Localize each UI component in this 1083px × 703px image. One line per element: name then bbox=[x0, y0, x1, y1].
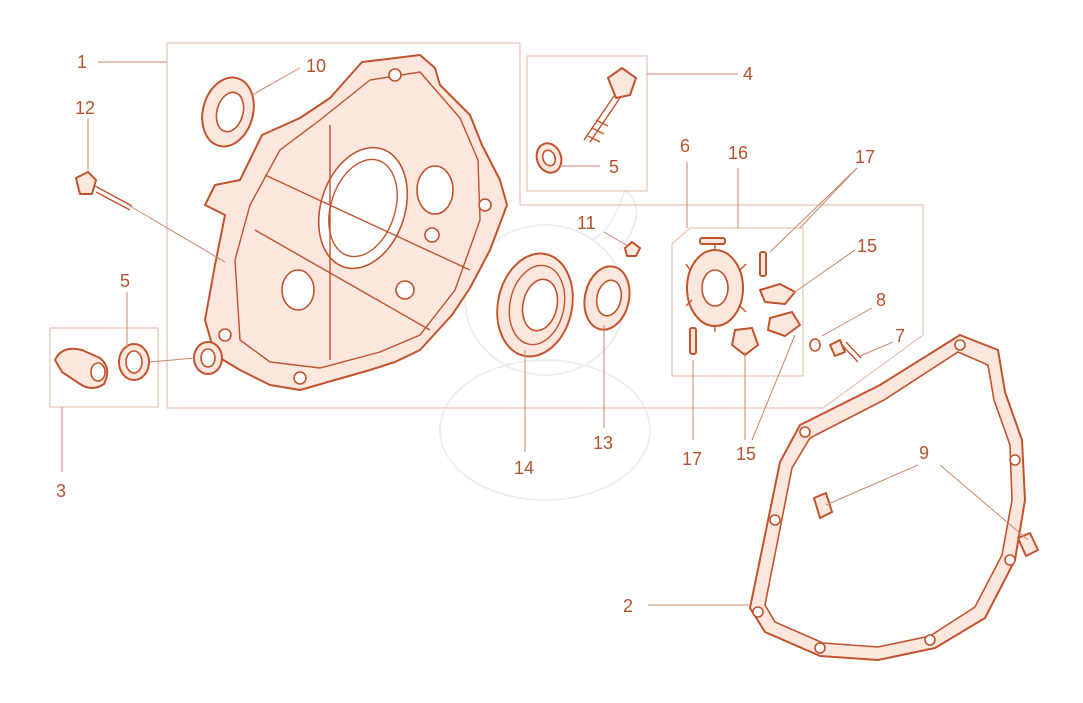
governor-weights bbox=[731, 283, 801, 356]
callout-15-bottom: 15 bbox=[736, 444, 756, 464]
callout-11: 11 bbox=[577, 213, 596, 233]
callout-6: 6 bbox=[680, 136, 690, 156]
bearing-seal bbox=[583, 265, 631, 331]
oil-filler-cap bbox=[54, 347, 109, 389]
dowel-pins bbox=[813, 492, 1039, 557]
gasket bbox=[749, 334, 1026, 661]
ball-bearing bbox=[496, 252, 574, 358]
callout-5-left: 5 bbox=[120, 271, 130, 291]
callout-2: 2 bbox=[623, 596, 633, 616]
group-box-crankcase bbox=[166, 42, 924, 409]
group-box-governor bbox=[671, 227, 804, 377]
callout-9: 9 bbox=[919, 443, 929, 463]
callout-15-top: 15 bbox=[857, 236, 877, 256]
governor-pin-top bbox=[699, 237, 726, 245]
callout-labels: 1 10 12 4 5 5 3 11 6 16 17 15 8 7 14 13 … bbox=[56, 52, 929, 616]
callout-7: 7 bbox=[895, 326, 905, 346]
group-box-drain-plug bbox=[526, 55, 648, 192]
oil-seal-small bbox=[193, 341, 223, 375]
crankcase-cover bbox=[204, 54, 508, 391]
callout-13: 13 bbox=[593, 433, 613, 453]
governor-shaft bbox=[829, 339, 862, 363]
callout-14: 14 bbox=[514, 458, 534, 478]
small-nut bbox=[624, 241, 641, 257]
callout-8: 8 bbox=[876, 290, 886, 310]
callout-3: 3 bbox=[56, 481, 66, 501]
group-box-oil-filler bbox=[49, 327, 159, 408]
group-boxes bbox=[49, 42, 924, 409]
leader-lines bbox=[61, 61, 1029, 606]
callout-12: 12 bbox=[75, 98, 95, 118]
governor-gear bbox=[685, 244, 747, 332]
callout-17-top: 17 bbox=[855, 147, 875, 167]
callout-10: 10 bbox=[306, 56, 326, 76]
callout-17-bottom: 17 bbox=[682, 449, 702, 469]
oil-seal-large bbox=[201, 76, 255, 148]
bolt bbox=[75, 171, 133, 211]
governor-pins bbox=[689, 251, 767, 355]
callout-1: 1 bbox=[77, 52, 87, 72]
oil-drain-plug bbox=[583, 67, 637, 143]
callout-16: 16 bbox=[728, 143, 748, 163]
seal-ring-right bbox=[535, 142, 563, 174]
seal-ring-left bbox=[118, 343, 150, 381]
callout-4: 4 bbox=[743, 64, 753, 84]
washer bbox=[809, 338, 821, 352]
callout-5-right: 5 bbox=[609, 157, 619, 177]
